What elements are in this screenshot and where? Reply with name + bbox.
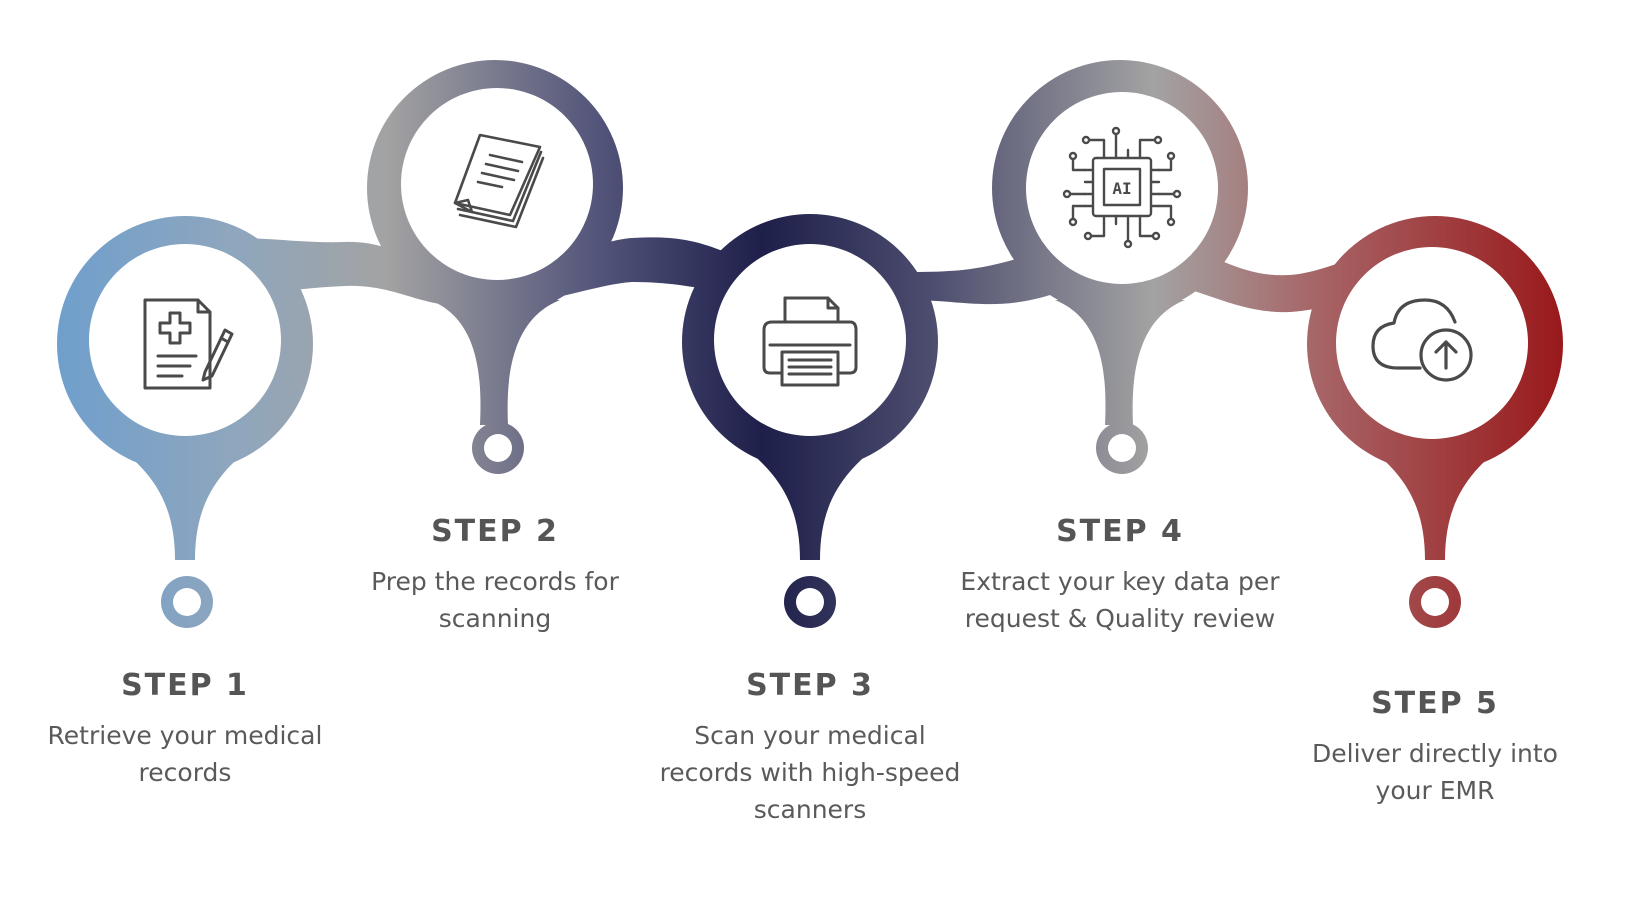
step-1-description: Retrieve your medical records [25, 717, 345, 791]
step-4-description: Extract your key data per request & Qual… [940, 563, 1300, 637]
printer-scanner-icon [762, 296, 858, 387]
step-1-description-line: records [138, 758, 232, 787]
step-2-stem [430, 300, 560, 425]
step-2-description-line: Prep the records for [371, 567, 619, 596]
step-5-stem [1360, 440, 1510, 560]
step-5-description-line: Deliver directly into [1312, 739, 1558, 768]
step-3-description-line: records with high-speed [659, 758, 961, 787]
step-3-description: Scan your medical records with high-spee… [640, 717, 980, 828]
step-2-disc [401, 88, 593, 280]
cloud-upload-icon [1371, 298, 1473, 382]
step-4-description-line: request & Quality review [964, 604, 1276, 633]
step-1-disc [89, 244, 281, 436]
step-3-stem [735, 440, 885, 560]
step-2-description-line: scanning [438, 604, 552, 633]
step-5-marker-hole [1421, 588, 1449, 616]
step-3-description-line: scanners [753, 795, 867, 824]
step-4-label: STEP 4 [1056, 514, 1184, 549]
step-3-marker-hole [796, 588, 824, 616]
step-1-marker-hole [173, 588, 201, 616]
step-4-description-line: Extract your key data per [960, 567, 1280, 596]
step-5-description: Deliver directly into your EMR [1280, 735, 1590, 809]
step-1-label: STEP 1 [121, 668, 249, 703]
step-5-disc [1336, 247, 1528, 439]
step-5-description-line: your EMR [1375, 776, 1495, 805]
step-4-stem [1055, 300, 1185, 425]
ai-chip-label: AI [1112, 179, 1131, 198]
step-1-description-line: Retrieve your medical [47, 721, 323, 750]
step-1-block: STEP 1 Retrieve your medical records [25, 668, 345, 791]
step-2-block: STEP 2 Prep the records for scanning [335, 514, 655, 637]
step-4-marker-hole [1108, 434, 1136, 462]
step-3-block: STEP 3 Scan your medical records with hi… [640, 668, 980, 828]
step-1-stem [110, 440, 260, 560]
medical-record-icon [143, 298, 234, 390]
step-2-label: STEP 2 [431, 514, 559, 549]
step-4-disc [1026, 92, 1218, 284]
ai-chip-icon [1062, 126, 1182, 249]
step-5-label: STEP 5 [1371, 686, 1499, 721]
document-stack-icon [453, 133, 545, 229]
step-2-description: Prep the records for scanning [335, 563, 655, 637]
step-2-marker-hole [484, 434, 512, 462]
step-3-description-line: Scan your medical [694, 721, 926, 750]
step-4-block: STEP 4 Extract your key data per request… [940, 514, 1300, 637]
step-3-disc [714, 244, 906, 436]
step-3-label: STEP 3 [746, 668, 874, 703]
step-5-block: STEP 5 Deliver directly into your EMR [1280, 686, 1590, 809]
